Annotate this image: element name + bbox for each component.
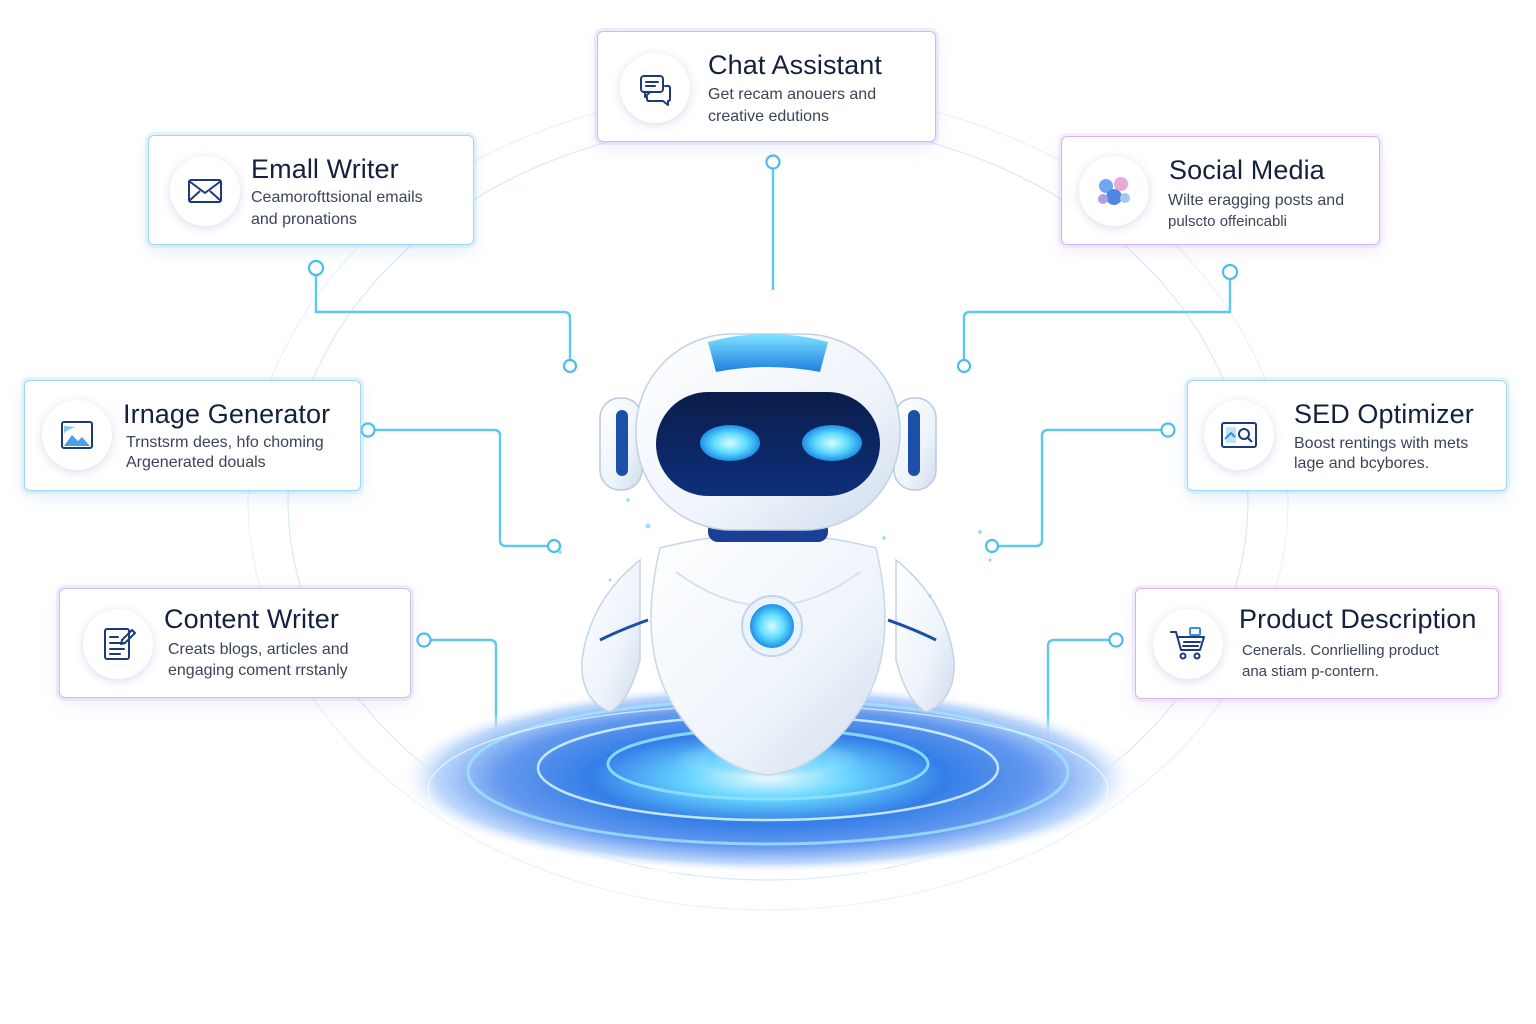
card-description-line-2: lage and bcybores. <box>1294 455 1430 472</box>
card-title: SED Optimizer <box>1294 399 1474 429</box>
icon-badge <box>620 53 690 123</box>
card-description-line-2: Argenerated douals <box>126 454 266 471</box>
card-description-line-1: Get recam anouers and <box>708 86 877 103</box>
card-description-line-2: ana stiam p-contern. <box>1242 663 1379 680</box>
seo-chart-icon <box>1221 422 1257 448</box>
icon-badge <box>42 400 112 470</box>
card-content-writer[interactable]: Content Writer Creats blogs, articles an… <box>59 588 411 698</box>
icon-badge <box>170 156 240 226</box>
card-description-line-1: Creats blogs, articles and <box>168 641 349 658</box>
card-email-writer[interactable]: Emall Writer Ceamorofttsional emails and… <box>148 135 474 245</box>
envelope-icon <box>188 179 222 203</box>
card-description-line-2: creative edutions <box>708 108 829 125</box>
document-edit-icon <box>104 628 136 660</box>
card-description-line-1: Boost rentings with mets <box>1294 435 1469 452</box>
card-title: Product Description <box>1239 604 1477 634</box>
card-seo-optimizer[interactable]: SED Optimizer Boost rentings with mets l… <box>1187 380 1507 491</box>
card-product-description[interactable]: Product Description Cenerals. Conrlielli… <box>1135 588 1499 699</box>
card-description-line-1: Wilte eragging posts and <box>1168 192 1345 209</box>
card-title: Emall Writer <box>251 154 399 184</box>
card-description-line-2: pulscto offeincabli <box>1168 213 1287 230</box>
icon-badge <box>1204 400 1274 470</box>
icon-badge <box>1153 609 1223 679</box>
robot-mascot <box>581 333 955 776</box>
card-title: Content Writer <box>164 604 339 634</box>
connector-lines <box>314 162 1232 746</box>
social-bubbles-icon <box>1098 177 1130 205</box>
card-description-line-2: and pronations <box>251 211 357 228</box>
card-description-line-1: Ceamorofttsional emails <box>251 189 423 206</box>
card-social-media[interactable]: Social Media Wilte eragging posts and pu… <box>1061 136 1380 245</box>
image-icon <box>61 421 93 449</box>
chat-bubbles-icon <box>640 75 671 106</box>
card-title: Chat Assistant <box>708 50 882 80</box>
card-description-line-1: Cenerals. Conrlielling product <box>1242 642 1439 659</box>
shopping-cart-icon <box>1170 627 1205 660</box>
icon-badge <box>83 609 153 679</box>
card-description-line-2: engaging coment rrstanly <box>168 662 348 679</box>
card-description-line-1: Trnstsrm dees, hfo choming <box>126 434 324 451</box>
card-title: Irnage Generator <box>123 399 331 429</box>
card-chat-assistant[interactable]: Chat Assistant Get recam anouers and cre… <box>597 31 936 142</box>
icon-badge <box>1079 156 1149 226</box>
sparkle-particles <box>558 498 992 598</box>
card-image-generator[interactable]: Irnage Generator Trnstsrm dees, hfo chom… <box>24 380 361 491</box>
card-title: Social Media <box>1169 155 1325 185</box>
